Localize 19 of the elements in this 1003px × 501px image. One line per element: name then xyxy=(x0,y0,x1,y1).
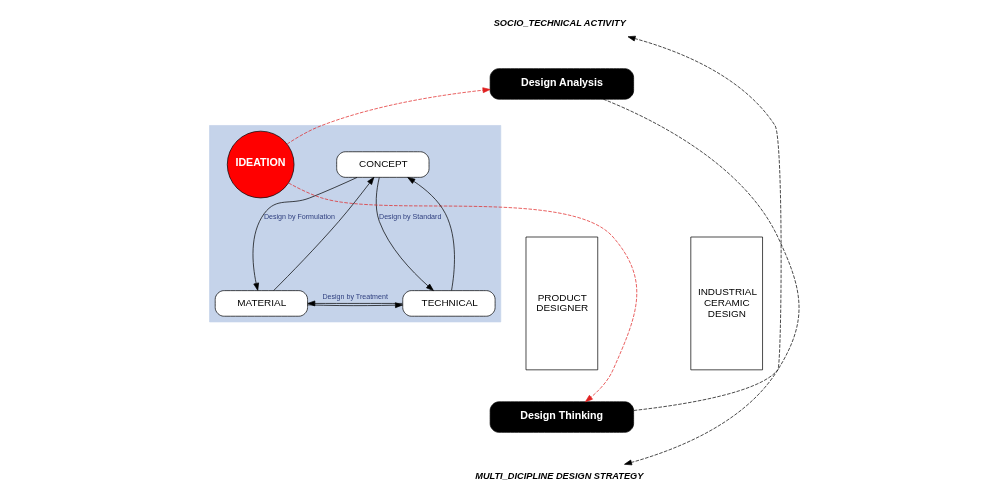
cluster xyxy=(209,125,502,323)
node-text: MULTI_DICIPLINE DESIGN STRATEGY xyxy=(475,470,644,481)
node-box: Design Thinking xyxy=(489,401,634,433)
arrow xyxy=(375,177,434,291)
arrow xyxy=(627,35,782,411)
arrow xyxy=(603,98,800,466)
node-text: SOCIO_TECHNICAL ACTIVITY xyxy=(493,17,626,28)
node-box: MATERIAL xyxy=(214,290,308,317)
node-box: Design Analysis xyxy=(489,68,634,100)
node-box: INDUSTRIAL CERAMIC DESIGN xyxy=(690,236,763,371)
node-circle: IDEATION xyxy=(226,130,295,199)
arrow xyxy=(407,177,455,291)
arrow xyxy=(286,87,491,145)
arrow xyxy=(288,182,638,403)
node-box: PRODUCT DESIGNER xyxy=(525,236,599,371)
node-box: TECHNICAL xyxy=(402,290,496,317)
arrow xyxy=(273,177,375,291)
node-box: CONCEPT xyxy=(336,151,430,178)
arrow xyxy=(252,177,358,291)
